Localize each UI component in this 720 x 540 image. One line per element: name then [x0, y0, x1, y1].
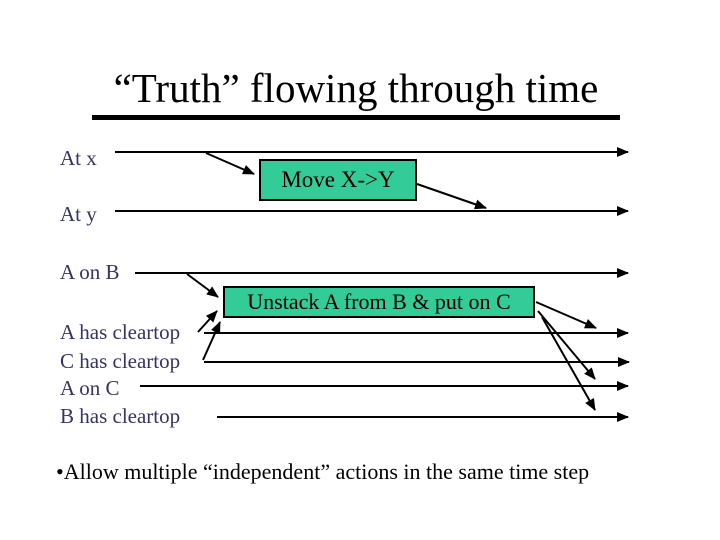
row-label-a-on-b: A on B [60, 260, 120, 284]
action-box-move: Move X->Y [259, 159, 417, 201]
action-box-unstack: Unstack A from B & put on C [223, 286, 535, 318]
arrow-unstack-to-aonc [537, 310, 596, 380]
arrow-unstack-to-bhascleartop [541, 316, 596, 411]
row-label-a-on-c: A on C [60, 376, 120, 400]
arrow-move-to-aty [416, 183, 487, 210]
bullet-line: •Allow multiple “independent” actions in… [56, 459, 589, 485]
action-box-move-label: Move X->Y [281, 167, 395, 192]
row-label-at-y: At y [60, 202, 97, 226]
arrow-aonb-to-unstack [186, 273, 219, 298]
row-label-at-x: At x [60, 146, 97, 170]
row-label-b-has-cleartop: B has cleartop [60, 404, 181, 428]
bullet-text: Allow multiple “independent” actions in … [63, 459, 590, 484]
page-title: “Truth” flowing through time [92, 64, 620, 120]
bullet-marker: • [56, 459, 64, 484]
row-label-c-has-cleartop: C has cleartop [60, 349, 181, 373]
action-box-unstack-label: Unstack A from B & put on C [247, 289, 511, 314]
arrow-unstack-to-ahascleartop [535, 301, 597, 329]
arrow-chascleartop-to-unstack [202, 321, 221, 361]
arrow-atx-to-move [205, 152, 255, 175]
row-label-a-has-cleartop: A has cleartop [60, 320, 181, 344]
arrow-ahascleartop-to-unstack [197, 310, 218, 333]
